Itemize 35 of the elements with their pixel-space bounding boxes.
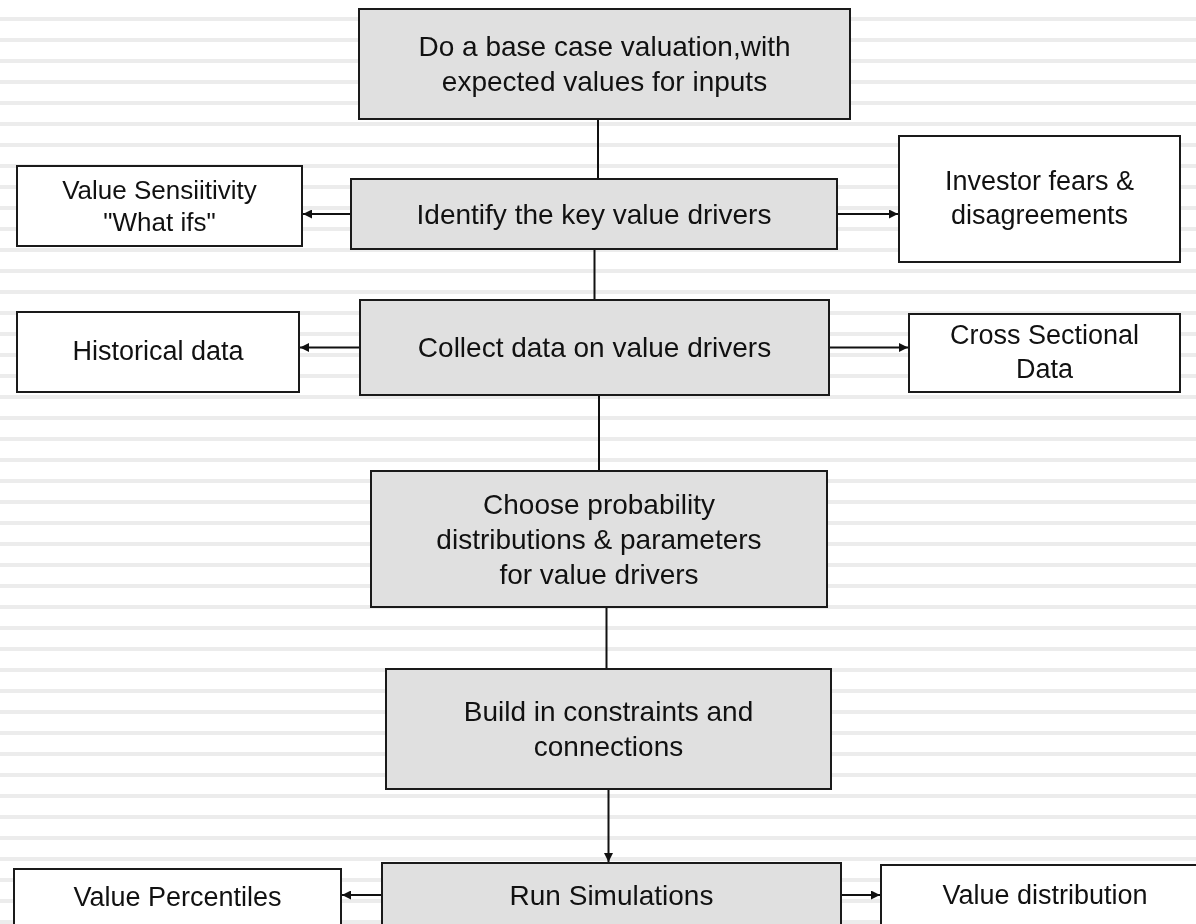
node-label: Value Percentiles [73,881,282,915]
arrow [829,343,909,352]
process-box [385,668,832,790]
arrow [302,209,351,219]
output-box [16,165,303,247]
connector-line [597,119,599,179]
arrow [299,343,360,352]
output-box [898,135,1181,263]
node-label: Build in constraints and connections [462,695,755,764]
node-label: Value Sensiitivity "What ifs" [61,173,258,239]
connector-line [593,249,596,300]
arrow [341,890,382,900]
node-label: Value distribution [942,879,1148,913]
node-label: Run Simulations [509,878,714,913]
connector-line [598,395,600,471]
node-label: Identify the key value drivers [416,197,772,232]
arrow [837,209,899,219]
arrow [841,890,881,900]
output-box [16,311,300,393]
node-label: Historical data [72,335,244,369]
process-box [381,862,842,924]
node-label: Investor fears & disagreements [943,165,1136,232]
node-label: Do a base case valuation,with expected values for inputs [417,30,792,99]
node-label: Choose probability distributions & parameters for value drivers [435,487,763,592]
output-box [880,864,1196,924]
output-box [13,868,342,924]
connector-line [605,607,608,669]
arrow [604,789,613,863]
process-box [370,470,828,608]
process-box [358,8,851,120]
process-box [350,178,838,250]
node-label: Cross Sectional Data [948,319,1141,386]
process-box [359,299,830,396]
output-box [908,313,1181,393]
node-label: Collect data on value drivers [417,331,772,365]
